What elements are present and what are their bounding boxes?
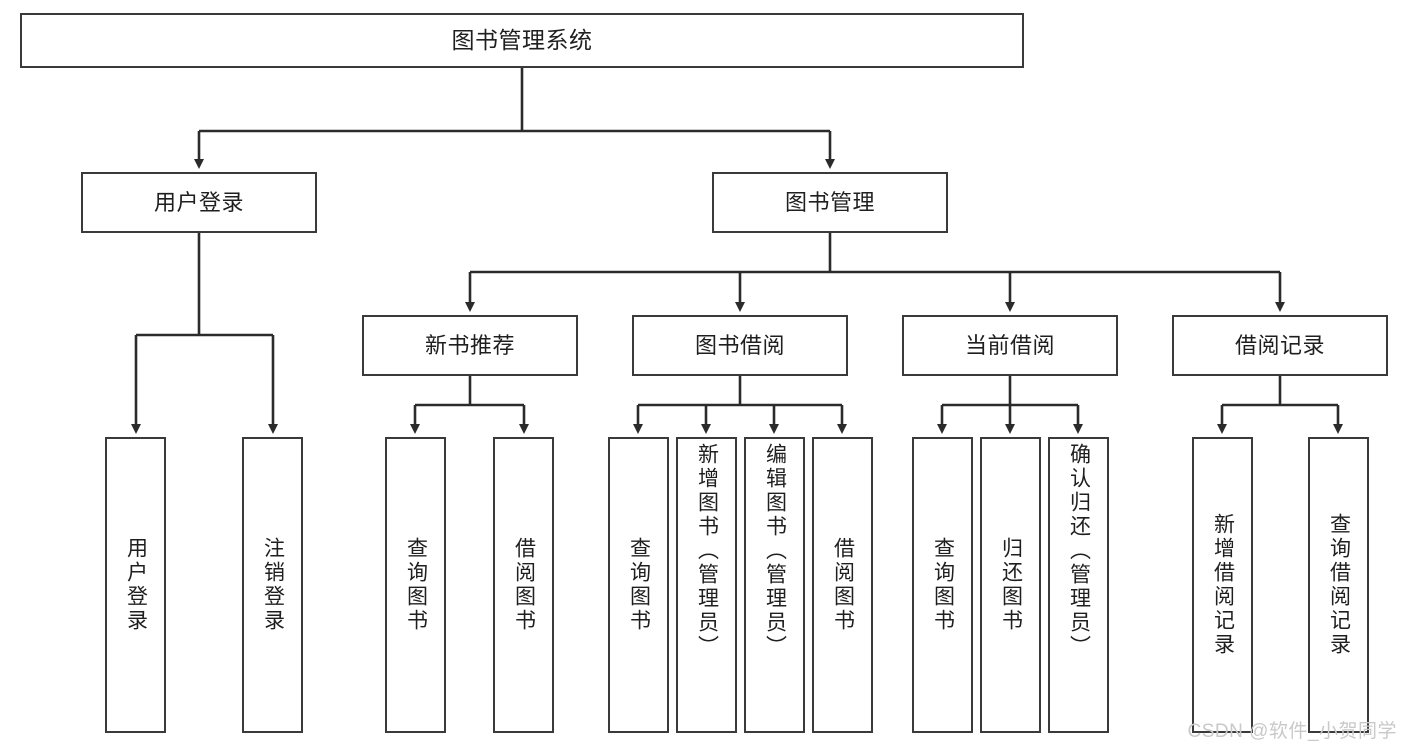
node-label: 查询图书 <box>627 537 651 633</box>
leaf-borrow-book-recommend[interactable]: 借阅图书 <box>493 437 554 733</box>
node-label: 图书借阅 <box>694 332 785 358</box>
leaf-borrow-book-borrow[interactable]: 借阅图书 <box>812 437 873 733</box>
leaf-logout-login[interactable]: 注销登录 <box>242 437 303 733</box>
node-borrow-record[interactable]: 借阅记录 <box>1172 315 1388 376</box>
node-label: 归还图书 <box>999 537 1023 633</box>
node-user-login[interactable]: 用户登录 <box>81 172 317 233</box>
node-label: 新增借阅记录 <box>1211 513 1235 657</box>
node-label: 查询图书 <box>404 537 428 633</box>
node-label: 借阅图书 <box>831 537 855 633</box>
node-label: 查询图书 <box>931 537 955 633</box>
node-label: 借阅记录 <box>1234 332 1325 358</box>
node-label: 用户登录 <box>153 189 244 215</box>
node-label: 编辑图书（管理员） <box>763 443 787 659</box>
node-new-book-recommend[interactable]: 新书推荐 <box>362 315 578 376</box>
node-label: 确认归还（管理员） <box>1067 443 1091 659</box>
csdn-watermark: CSDN @软件_小贺同学 <box>1187 721 1397 742</box>
node-label: 注销登录 <box>261 537 285 633</box>
node-current-borrow[interactable]: 当前借阅 <box>902 315 1118 376</box>
node-label: 用户登录 <box>124 537 148 633</box>
leaf-user-login[interactable]: 用户登录 <box>105 437 166 733</box>
node-root-system[interactable]: 图书管理系统 <box>20 13 1024 68</box>
leaf-edit-book-admin[interactable]: 编辑图书（管理员） <box>744 437 805 733</box>
node-label: 新书推荐 <box>424 332 515 358</box>
node-label: 新增图书（管理员） <box>695 443 719 659</box>
node-book-borrow[interactable]: 图书借阅 <box>632 315 848 376</box>
leaf-return-book[interactable]: 归还图书 <box>980 437 1041 733</box>
node-label: 借阅图书 <box>512 537 536 633</box>
node-label: 图书管理 <box>784 189 875 215</box>
leaf-confirm-return-admin[interactable]: 确认归还（管理员） <box>1048 437 1109 733</box>
leaf-add-book-admin[interactable]: 新增图书（管理员） <box>676 437 737 733</box>
leaf-query-book-recommend[interactable]: 查询图书 <box>385 437 446 733</box>
leaf-add-borrow-record[interactable]: 新增借阅记录 <box>1192 437 1253 733</box>
node-label: 图书管理系统 <box>451 26 593 53</box>
leaf-query-book-current[interactable]: 查询图书 <box>912 437 973 733</box>
leaf-query-book-borrow[interactable]: 查询图书 <box>608 437 669 733</box>
node-book-manage[interactable]: 图书管理 <box>712 172 948 233</box>
node-label: 当前借阅 <box>964 332 1055 358</box>
leaf-query-borrow-record[interactable]: 查询借阅记录 <box>1308 437 1369 733</box>
node-label: 查询借阅记录 <box>1327 513 1351 657</box>
